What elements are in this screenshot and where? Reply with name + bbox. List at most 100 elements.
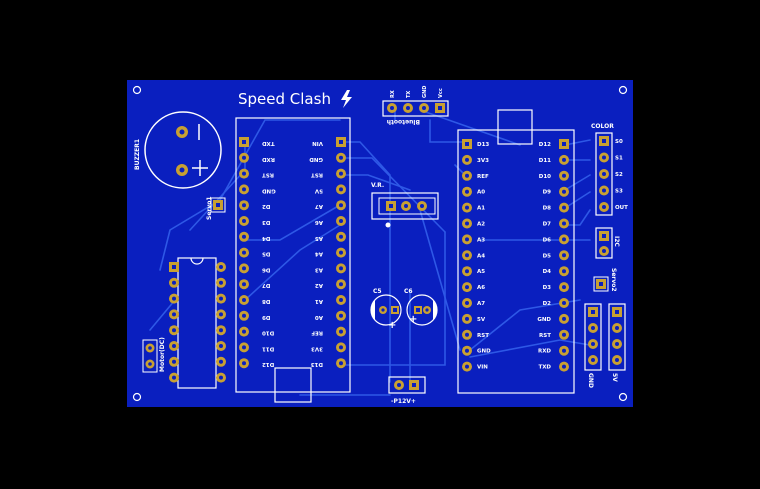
pad bbox=[336, 342, 346, 353]
pin-label: A2 bbox=[315, 282, 323, 288]
bt-tx-label: TX bbox=[406, 91, 412, 98]
pin-label: D12 bbox=[262, 361, 274, 367]
lightning-bolt-icon bbox=[341, 90, 352, 108]
pad bbox=[462, 298, 472, 308]
pad bbox=[588, 339, 598, 349]
mounting-hole bbox=[618, 392, 628, 402]
pad bbox=[559, 313, 569, 324]
bt-rx-label: RX bbox=[390, 90, 396, 98]
pad bbox=[612, 307, 622, 317]
servo2-label: Servo2 bbox=[610, 268, 617, 292]
gnd-header-label: GND bbox=[587, 373, 594, 388]
pin-label: S0 bbox=[615, 139, 623, 145]
pad bbox=[216, 372, 226, 383]
pin-label: A0 bbox=[477, 190, 485, 196]
pin-label: A1 bbox=[315, 298, 323, 304]
pin-label: A7 bbox=[477, 301, 485, 307]
svg-text:+: + bbox=[409, 314, 417, 325]
pad bbox=[599, 152, 609, 163]
pad bbox=[169, 356, 179, 367]
pin-label: A4 bbox=[477, 253, 485, 259]
vr-label: V.R. bbox=[371, 182, 384, 189]
pad bbox=[462, 361, 472, 372]
pin-label: D7 bbox=[543, 222, 552, 228]
pad bbox=[462, 218, 472, 229]
pad bbox=[169, 262, 179, 272]
pad bbox=[169, 325, 179, 336]
pad bbox=[216, 341, 226, 351]
pin-label: D13 bbox=[311, 361, 323, 367]
bluetooth-label: Bluetooth bbox=[387, 118, 420, 125]
bluetooth-header bbox=[382, 100, 449, 117]
pin-label: D12 bbox=[539, 142, 551, 148]
pad bbox=[462, 154, 472, 165]
p12v-label: -P12V+ bbox=[391, 398, 416, 405]
pin-label: D8 bbox=[543, 206, 552, 212]
pad bbox=[336, 168, 346, 179]
pad bbox=[462, 345, 472, 356]
pin-label: REF bbox=[311, 330, 323, 336]
pad bbox=[169, 293, 179, 304]
pin-label: TXD bbox=[538, 365, 551, 371]
pad bbox=[169, 341, 179, 351]
pad bbox=[216, 262, 226, 272]
pad bbox=[336, 310, 346, 321]
pad bbox=[462, 266, 472, 277]
pin-label: OUT bbox=[615, 205, 628, 211]
nano-usb-outline bbox=[497, 109, 533, 145]
i2c-header bbox=[595, 227, 613, 259]
i2c-label: I2C bbox=[613, 236, 620, 247]
pin-label: A5 bbox=[315, 235, 323, 241]
usb-outline bbox=[274, 367, 312, 403]
pin-label: A5 bbox=[477, 269, 485, 275]
pad bbox=[612, 339, 622, 349]
bt-vcc-label: Vcc bbox=[438, 88, 444, 98]
pad bbox=[559, 234, 569, 245]
pad bbox=[559, 298, 569, 308]
pad bbox=[336, 247, 346, 258]
pin-label: S1 bbox=[615, 156, 623, 162]
pad bbox=[239, 279, 249, 290]
pad bbox=[239, 247, 249, 258]
pad bbox=[559, 186, 569, 197]
pin-label: REF bbox=[477, 174, 489, 180]
mounting-hole bbox=[132, 85, 142, 95]
pin-label: RXD bbox=[262, 156, 275, 162]
pad bbox=[559, 170, 569, 181]
pad bbox=[588, 307, 598, 317]
pin-label: A6 bbox=[477, 285, 485, 291]
pad bbox=[588, 355, 598, 365]
pad bbox=[216, 356, 226, 367]
c5-label: C5 bbox=[373, 288, 382, 295]
pin-label: D5 bbox=[262, 251, 271, 257]
pin-label: S3 bbox=[615, 189, 623, 195]
pin-label: D2 bbox=[543, 301, 552, 307]
pad bbox=[336, 152, 346, 163]
power-connector bbox=[388, 376, 426, 394]
pin-label: VIN bbox=[477, 365, 488, 371]
pin-label: A6 bbox=[315, 219, 323, 225]
ic-chip bbox=[169, 257, 226, 389]
pad bbox=[239, 200, 249, 211]
pad bbox=[336, 216, 346, 226]
buzzer-label: BUZZER1 bbox=[134, 139, 141, 170]
pad bbox=[239, 137, 249, 147]
pad bbox=[462, 250, 472, 261]
pin-label: D13 bbox=[477, 142, 489, 148]
pin-label: RST bbox=[262, 172, 274, 178]
bt-gnd-label: GND bbox=[422, 86, 428, 98]
pad bbox=[612, 355, 622, 365]
pin-label: S2 bbox=[615, 172, 623, 178]
pad bbox=[599, 185, 609, 196]
pin-label: A3 bbox=[315, 266, 323, 272]
pin-label: D3 bbox=[262, 219, 271, 225]
pad bbox=[216, 309, 226, 320]
variable-resistor bbox=[371, 192, 439, 228]
pad bbox=[336, 231, 346, 242]
pin-label: GND bbox=[537, 317, 551, 323]
pad bbox=[559, 202, 569, 213]
